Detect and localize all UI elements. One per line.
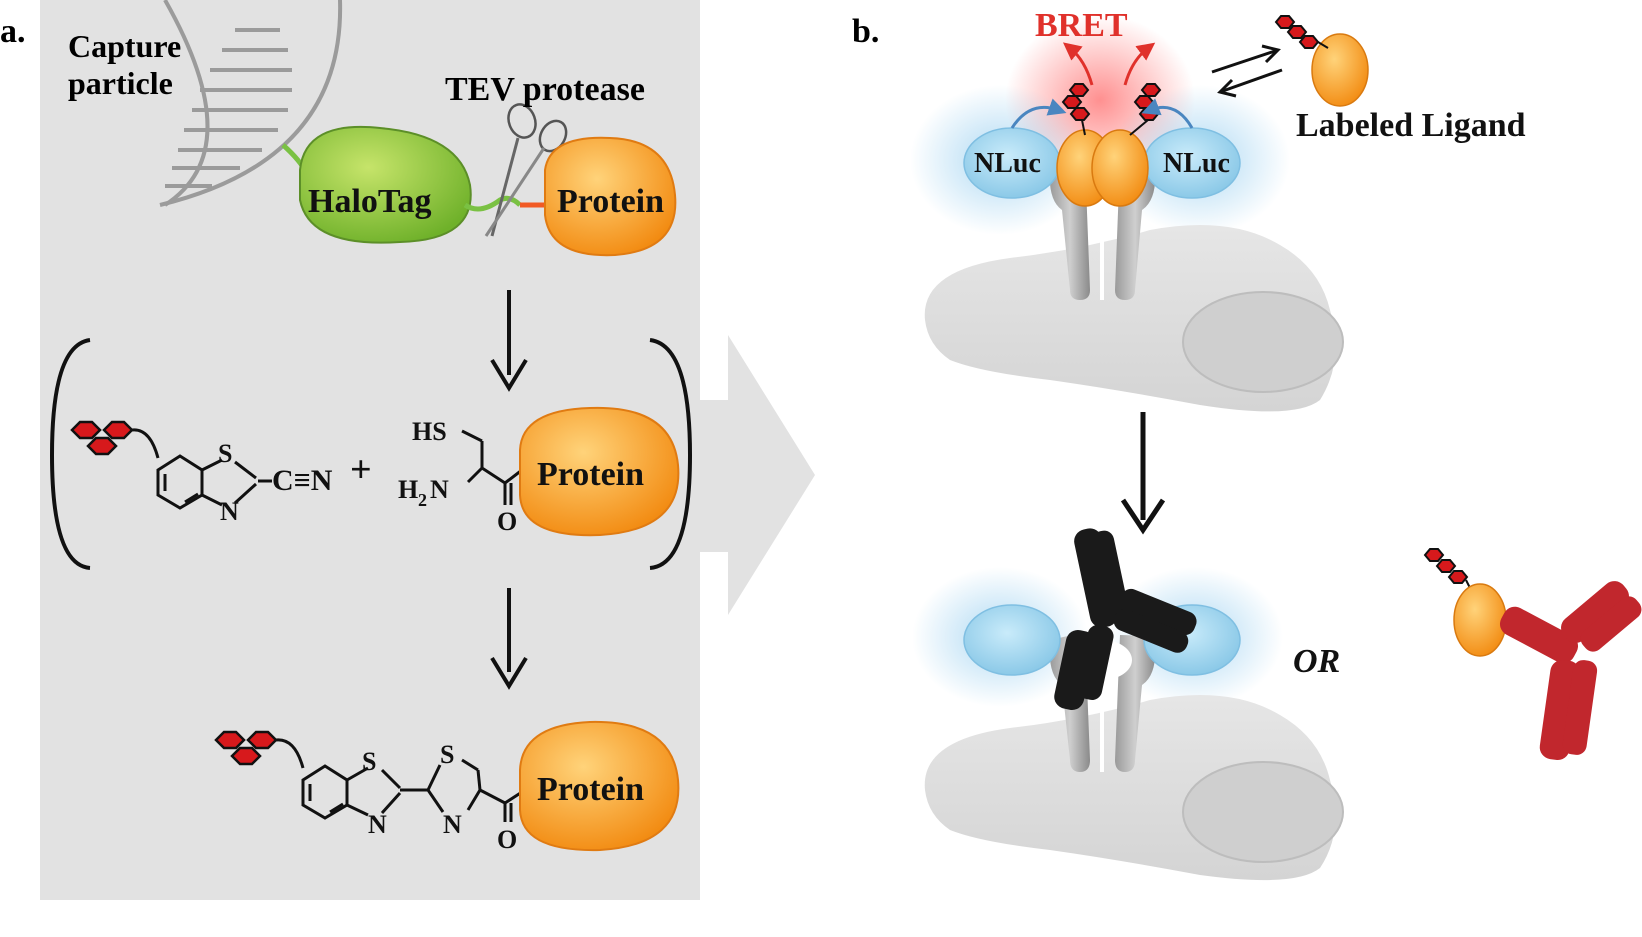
ligand-bound-right — [1091, 129, 1149, 207]
fluorophore-icon-1 — [70, 420, 134, 456]
transfer-arrow-left — [1010, 98, 1067, 129]
bracket-left — [49, 338, 91, 570]
fluorophore-icon-5 — [1274, 15, 1329, 49]
down-arrow-2 — [490, 588, 528, 690]
luciferin-structure — [301, 758, 523, 822]
protein-label-2: Protein — [537, 456, 644, 493]
plus-sign: + — [350, 449, 372, 491]
fluorophore-icon-3 — [1061, 83, 1091, 136]
or-label: OR — [1293, 643, 1340, 680]
nitrile-label: C≡N — [272, 464, 333, 497]
down-arrow-3 — [1120, 412, 1166, 535]
capture-particle-label-2: particle — [68, 65, 173, 101]
antibody-red — [1499, 581, 1642, 761]
fluorophore-linker-1 — [131, 428, 160, 459]
nucleus-top — [1182, 291, 1344, 393]
equilibrium-arrows — [1211, 44, 1283, 98]
big-grey-arrow — [700, 335, 815, 615]
atom-n-2: N — [368, 810, 387, 839]
scissors-icon — [484, 103, 568, 237]
bracket-right — [649, 338, 693, 570]
atom-o-2: O — [497, 825, 517, 854]
antibody-black — [1054, 528, 1197, 711]
capture-particle-label-1: Capture — [68, 28, 181, 64]
bret-arrow-left — [1062, 42, 1094, 86]
panel-a-label: a. — [0, 13, 26, 50]
h2n-subscript: 2 — [418, 490, 427, 510]
tev-protease-label: TEV protease — [445, 71, 645, 108]
labeled-antibody-ligand — [1453, 583, 1507, 657]
h2n-n: N — [430, 475, 449, 504]
benzothiazole-nitrile — [156, 454, 272, 510]
down-arrow-1 — [490, 290, 528, 392]
atom-s-3: S — [440, 740, 454, 769]
h2n-h: H — [398, 475, 418, 504]
free-ligand — [1311, 33, 1369, 107]
atom-n-1: N — [220, 497, 239, 526]
atom-o-1: O — [497, 507, 517, 536]
nluc-label-left: NLuc — [974, 148, 1041, 179]
cysteine-structure — [461, 429, 523, 505]
protein-blob-1 — [544, 136, 677, 257]
halotag-label: HaloTag — [308, 183, 431, 220]
bret-label: BRET — [1035, 7, 1128, 44]
halotag-blob — [299, 126, 472, 244]
labeled-ligand-label: Labeled Ligand — [1296, 107, 1526, 144]
nucleus-bottom — [1182, 761, 1344, 863]
protein-label-3: Protein — [537, 771, 644, 808]
atom-s-1: S — [218, 439, 232, 468]
atom-n-3: N — [443, 810, 462, 839]
atom-s-2: S — [362, 747, 376, 776]
panel-b-label: b. — [852, 13, 879, 50]
nluc-label-right: NLuc — [1163, 148, 1230, 179]
fluorophore-icon-2 — [214, 730, 278, 766]
fluorophore-icon-6 — [1423, 548, 1473, 593]
capture-particle — [159, 0, 343, 207]
nluc-left-bottom — [963, 604, 1061, 676]
protein-label-1: Protein — [557, 183, 664, 220]
protein-blob-3 — [519, 720, 680, 852]
bret-arrow-right — [1123, 42, 1156, 86]
hs-label: HS — [412, 417, 447, 446]
transfer-arrow-right — [1141, 98, 1194, 129]
protein-blob-2 — [519, 406, 680, 537]
fluorophore-linker-2 — [275, 738, 305, 769]
